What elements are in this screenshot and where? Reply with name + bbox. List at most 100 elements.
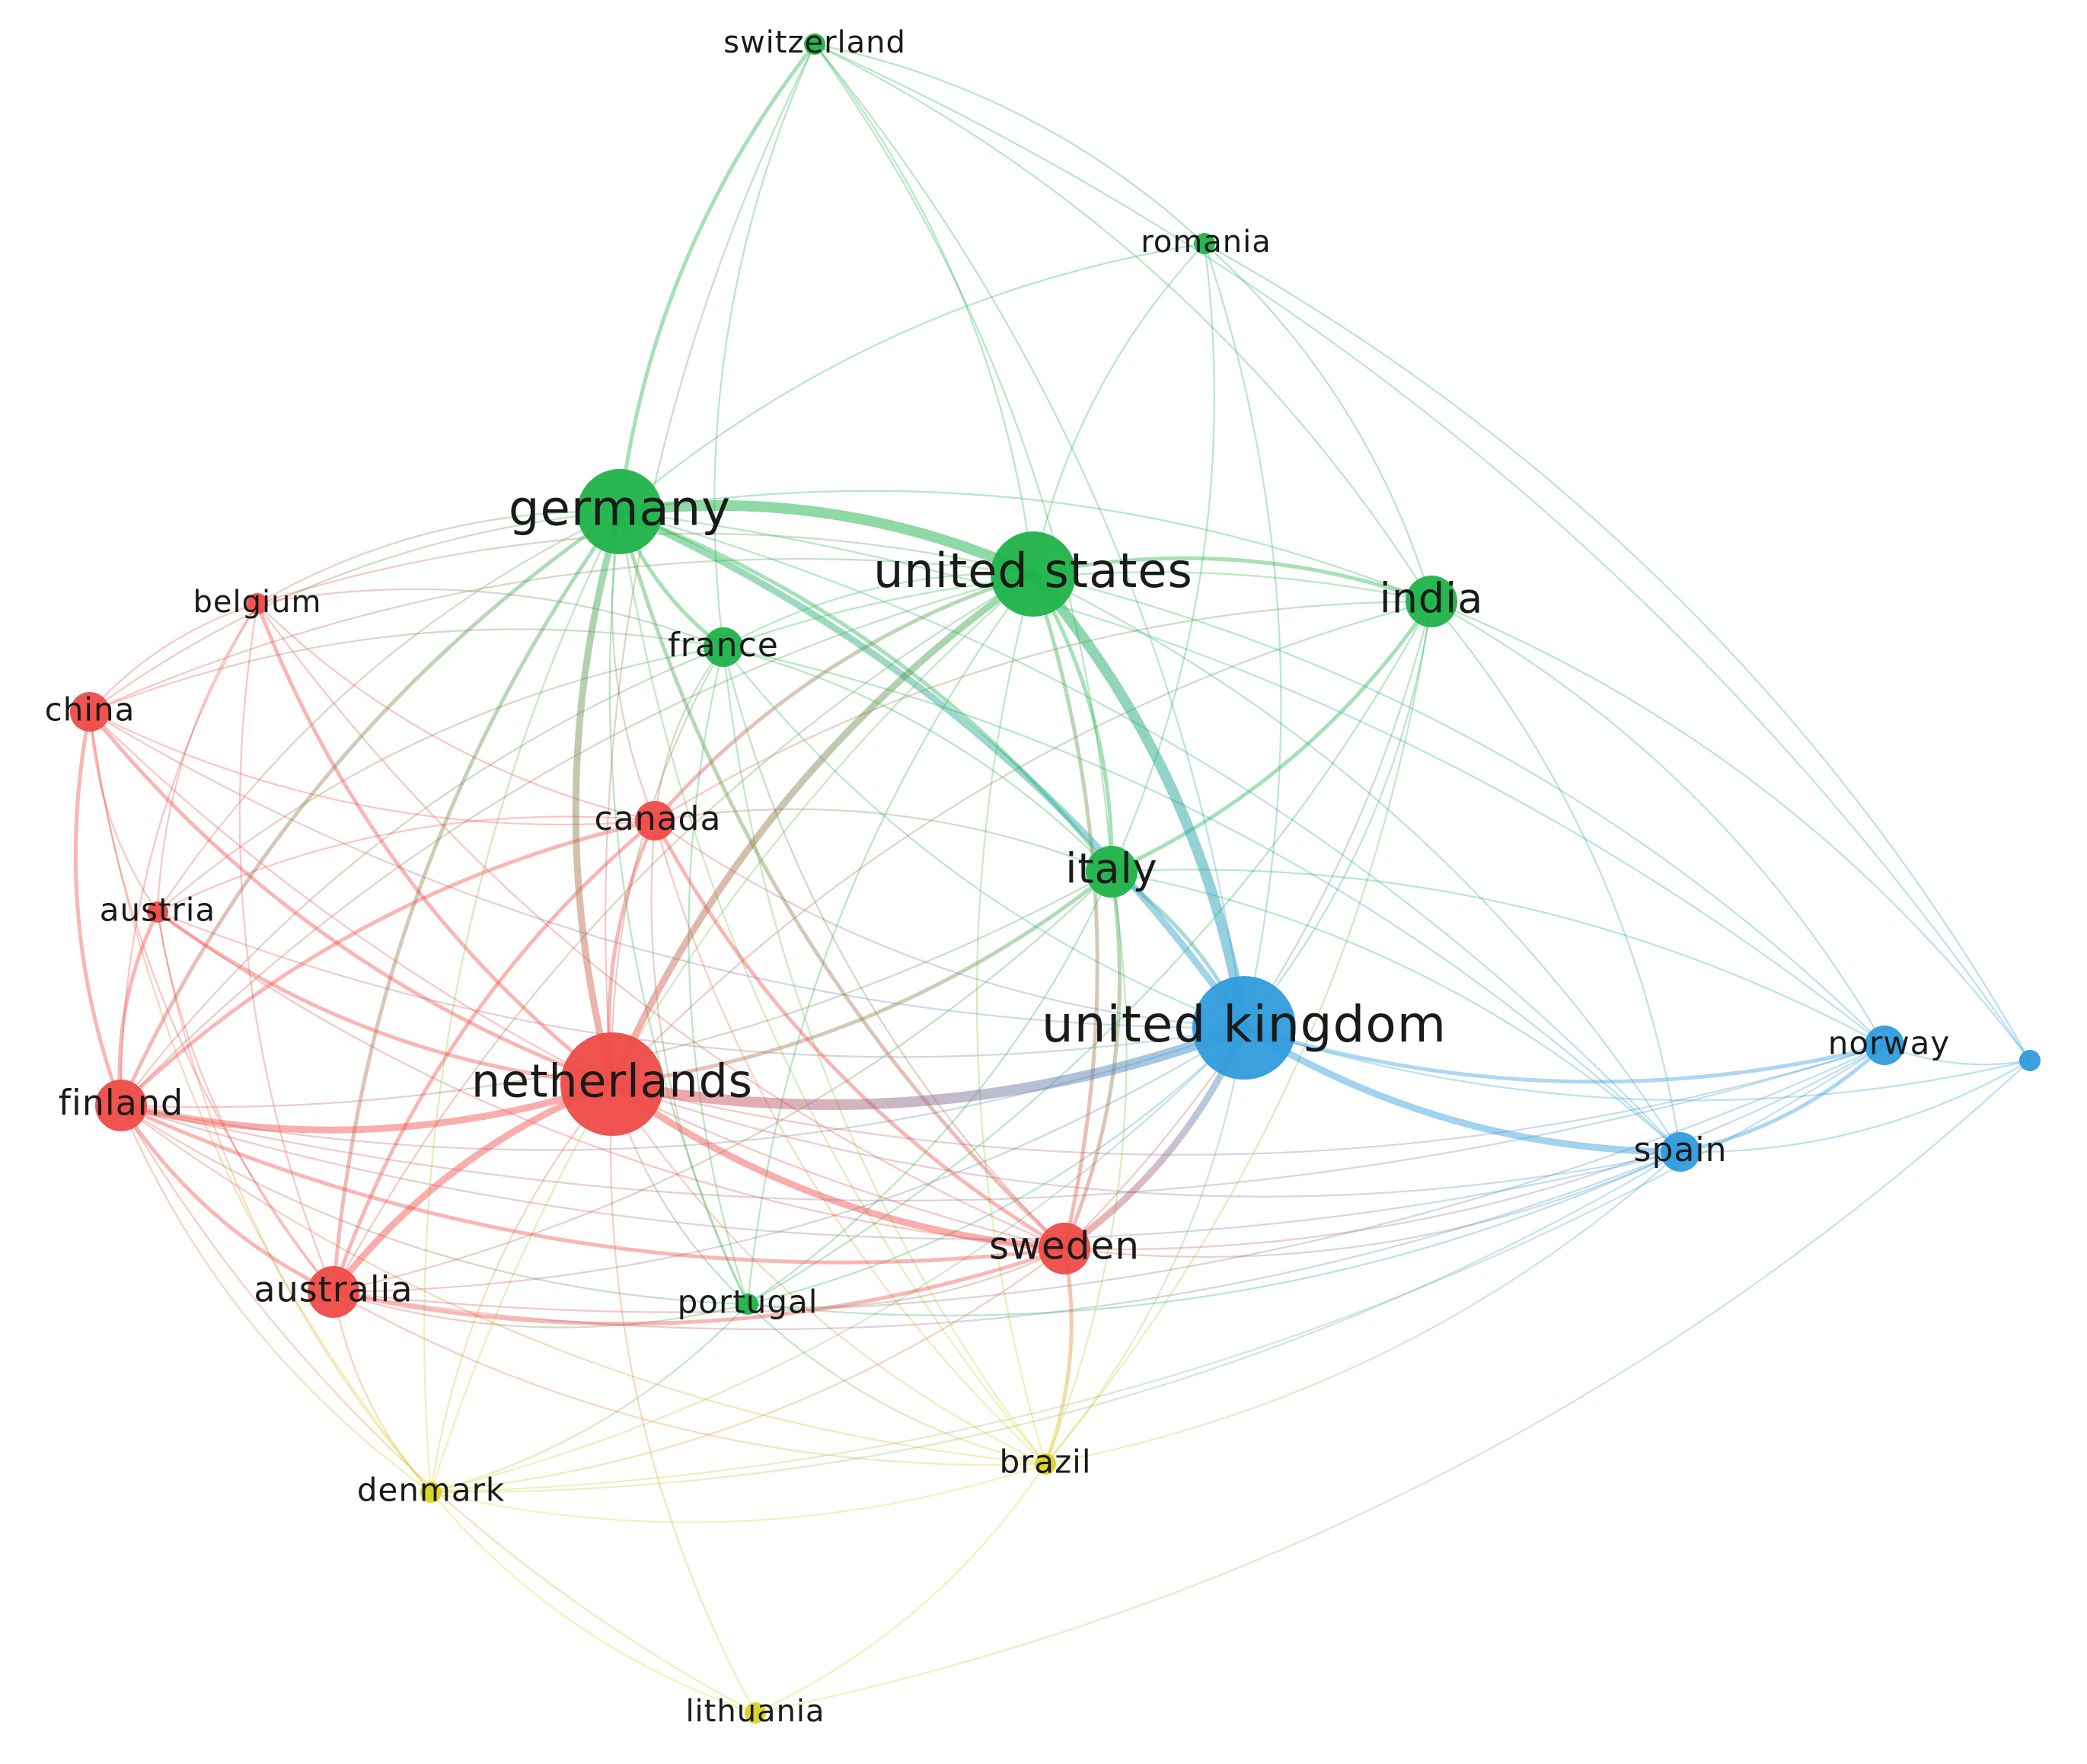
link-united-kingdom-unlabeled — [1243, 1026, 2031, 1102]
label-germany: germany — [509, 481, 731, 537]
link-australia-canada — [331, 818, 657, 1294]
link-france-austria — [156, 646, 725, 914]
link-united-kingdom-netherlands — [607, 1022, 1249, 1110]
link-india-spain — [1430, 600, 1682, 1153]
link-united-states-norway — [1032, 573, 1886, 1047]
label-portugal: portugal — [678, 1284, 819, 1321]
node-norway[interactable] — [1865, 1026, 1904, 1065]
link-netherlands-france — [611, 646, 725, 1086]
node-sweden[interactable] — [1039, 1223, 1090, 1274]
node-brazil[interactable] — [1035, 1453, 1056, 1475]
link-united-states-denmark — [429, 573, 1035, 1494]
link-united-states-sweden — [1031, 572, 1099, 1251]
link-germany-china — [88, 510, 621, 713]
link-netherlands-finland — [117, 1080, 616, 1134]
node-france[interactable] — [704, 627, 743, 667]
link-switzerland-unlabeled — [813, 43, 2031, 1062]
link-italy-france — [722, 646, 1113, 873]
label-australia: australia — [254, 1269, 413, 1310]
node-united-kingdom[interactable] — [1192, 976, 1296, 1080]
link-united-states-netherlands — [608, 570, 1037, 1088]
link-united-states-portugal — [746, 573, 1035, 1306]
link-netherlands-lithuania — [609, 1083, 757, 1715]
link-spain-denmark — [429, 1150, 1682, 1494]
node-unlabeled[interactable] — [2019, 1050, 2041, 1071]
link-germany-romania — [618, 242, 1206, 513]
link-sweden-belgium — [256, 602, 1066, 1250]
link-canada-india — [653, 600, 1433, 822]
label-austria: austria — [100, 892, 215, 929]
link-united-kingdom-china — [88, 710, 1246, 1029]
label-united-states: united states — [873, 543, 1193, 598]
node-lithuania[interactable] — [745, 1702, 766, 1724]
link-italy-spain — [1110, 870, 1682, 1153]
link-romania-unlabeled — [1203, 242, 2031, 1062]
link-netherlands-sweden — [608, 1080, 1068, 1252]
link-italy-brazil — [1044, 870, 1128, 1466]
link-spain-norway — [1678, 1043, 1887, 1154]
link-australia-sweden — [331, 1246, 1067, 1326]
link-china-denmark — [88, 710, 432, 1494]
node-china[interactable] — [70, 692, 110, 732]
node-belgium[interactable] — [247, 593, 268, 614]
link-germany-canada — [611, 510, 656, 822]
label-italy: italy — [1065, 845, 1157, 893]
link-united-states-italy — [1031, 572, 1114, 874]
link-canada-austria — [156, 815, 656, 914]
link-australia-norway — [332, 1044, 1886, 1313]
node-romania[interactable] — [1194, 233, 1215, 254]
label-sweden: sweden — [989, 1224, 1140, 1268]
node-italy[interactable] — [1086, 846, 1138, 898]
link-austria-china — [88, 710, 159, 914]
link-canada-china — [88, 710, 656, 826]
link-finland-belgium — [120, 602, 259, 1107]
link-netherlands-india — [611, 600, 1433, 1086]
node-netherlands[interactable] — [560, 1032, 664, 1136]
label-canada: canada — [595, 799, 722, 838]
node-switzerland[interactable] — [804, 33, 825, 55]
link-germany-brazil — [618, 510, 1047, 1466]
node-canada[interactable] — [635, 801, 675, 841]
node-denmark[interactable] — [420, 1482, 442, 1503]
label-denmark: denmark — [357, 1472, 505, 1509]
node-united-states[interactable] — [991, 531, 1076, 617]
link-sweden-france — [722, 646, 1066, 1250]
node-portugal[interactable] — [737, 1293, 758, 1315]
link-portugal-denmark — [429, 1303, 749, 1494]
link-germany-spain — [618, 510, 1682, 1153]
link-united-states-finland — [120, 573, 1035, 1107]
link-finland-portugal — [120, 1104, 749, 1306]
link-netherlands-spain — [611, 1083, 1682, 1198]
link-netherlands-belgium — [255, 601, 614, 1086]
link-spain-brazil — [1044, 1150, 1682, 1466]
link-australia-belgium — [238, 602, 335, 1293]
link-france-belgium — [256, 588, 725, 649]
node-austria[interactable] — [147, 901, 168, 923]
link-finland-sweden — [119, 1103, 1067, 1265]
link-united-states-france — [722, 573, 1035, 649]
label-lithuania: lithuania — [685, 1694, 825, 1729]
node-australia[interactable] — [308, 1266, 359, 1318]
link-australia-brazil — [332, 1290, 1047, 1466]
link-netherlands-norway — [611, 1044, 1886, 1156]
link-sweden-india — [1063, 600, 1433, 1250]
node-finland[interactable] — [95, 1080, 147, 1131]
label-china: china — [45, 691, 136, 729]
label-belgium: belgium — [193, 585, 322, 620]
node-germany[interactable] — [577, 469, 662, 554]
link-canada-france — [653, 646, 725, 822]
link-france-portugal — [688, 646, 749, 1306]
link-germany-united-kingdom — [616, 508, 1248, 1032]
node-spain[interactable] — [1661, 1132, 1700, 1172]
link-united-kingdom-denmark — [429, 1026, 1246, 1494]
link-portugal-brazil — [746, 1303, 1047, 1466]
link-spain-portugal — [746, 1150, 1682, 1316]
label-spain: spain — [1634, 1131, 1728, 1169]
link-united-states-canada — [653, 572, 1036, 823]
node-india[interactable] — [1406, 576, 1457, 627]
label-brazil: brazil — [999, 1443, 1091, 1481]
link-finland-lithuania — [120, 1104, 757, 1715]
link-india-norway — [1430, 600, 1886, 1047]
link-united-states-brazil — [975, 573, 1047, 1466]
link-netherlands-denmark — [429, 1083, 614, 1494]
